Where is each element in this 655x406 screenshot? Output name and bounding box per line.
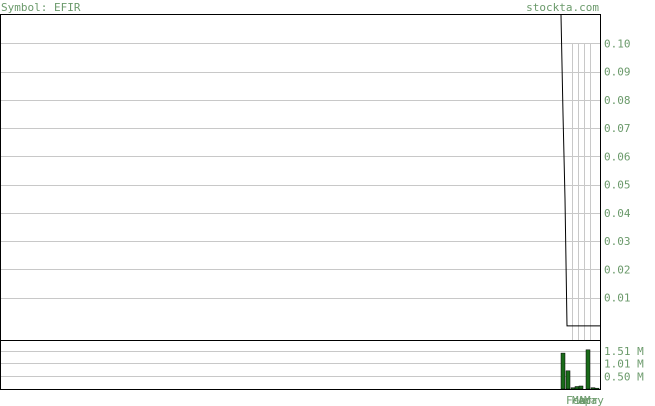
x-tick-label: May [584, 394, 604, 406]
volume-bar [574, 386, 580, 390]
volume-bar [560, 352, 566, 390]
price-tick-label: 0.07 [604, 122, 631, 135]
price-tick-label: 0.02 [604, 263, 631, 276]
price-tick-label: 0.06 [604, 150, 631, 163]
x-tick-label: Feb [566, 394, 586, 406]
price-tick-label: 0.05 [604, 179, 631, 192]
price-series [560, 14, 600, 327]
volume-tick-label: 0.50 M [604, 370, 644, 383]
price-vertical-grid [572, 43, 591, 340]
price-tick-label: 0.04 [604, 207, 631, 220]
price-tick-label: 0.09 [604, 66, 631, 79]
volume-bar [594, 387, 600, 390]
site-label: stockta.com [526, 1, 599, 14]
volume-bars [560, 349, 600, 390]
volume-bar [585, 349, 591, 390]
price-tick-label: 0.01 [604, 292, 631, 305]
volume-tick-label: 1.51 M [604, 345, 644, 358]
price-tick-label: 0.10 [604, 37, 631, 50]
x-tick-label: Apr [578, 394, 598, 406]
price-tick-label: 0.03 [604, 235, 631, 248]
price-axis: 0.10 0.09 0.08 0.07 0.06 0.05 0.04 0.03 0.02 0.01 [604, 37, 631, 304]
x-tick-label: Mar [572, 394, 592, 406]
volume-bar [590, 387, 596, 390]
symbol-label: Symbol: EFIR [1, 1, 81, 14]
price-line [560, 14, 600, 327]
price-tick-label: 0.08 [604, 94, 631, 107]
volume-bar [570, 387, 576, 390]
volume-grid [1, 351, 600, 377]
volume-axis: 1.51 M1.01 M0.50 M [604, 345, 644, 384]
volume-panel-frame [0, 340, 601, 390]
volume-bar [578, 385, 584, 390]
volume-bar [565, 370, 571, 390]
volume-tick-label: 1.01 M [604, 357, 644, 370]
price-grid [1, 43, 600, 299]
price-panel-frame [0, 14, 601, 341]
